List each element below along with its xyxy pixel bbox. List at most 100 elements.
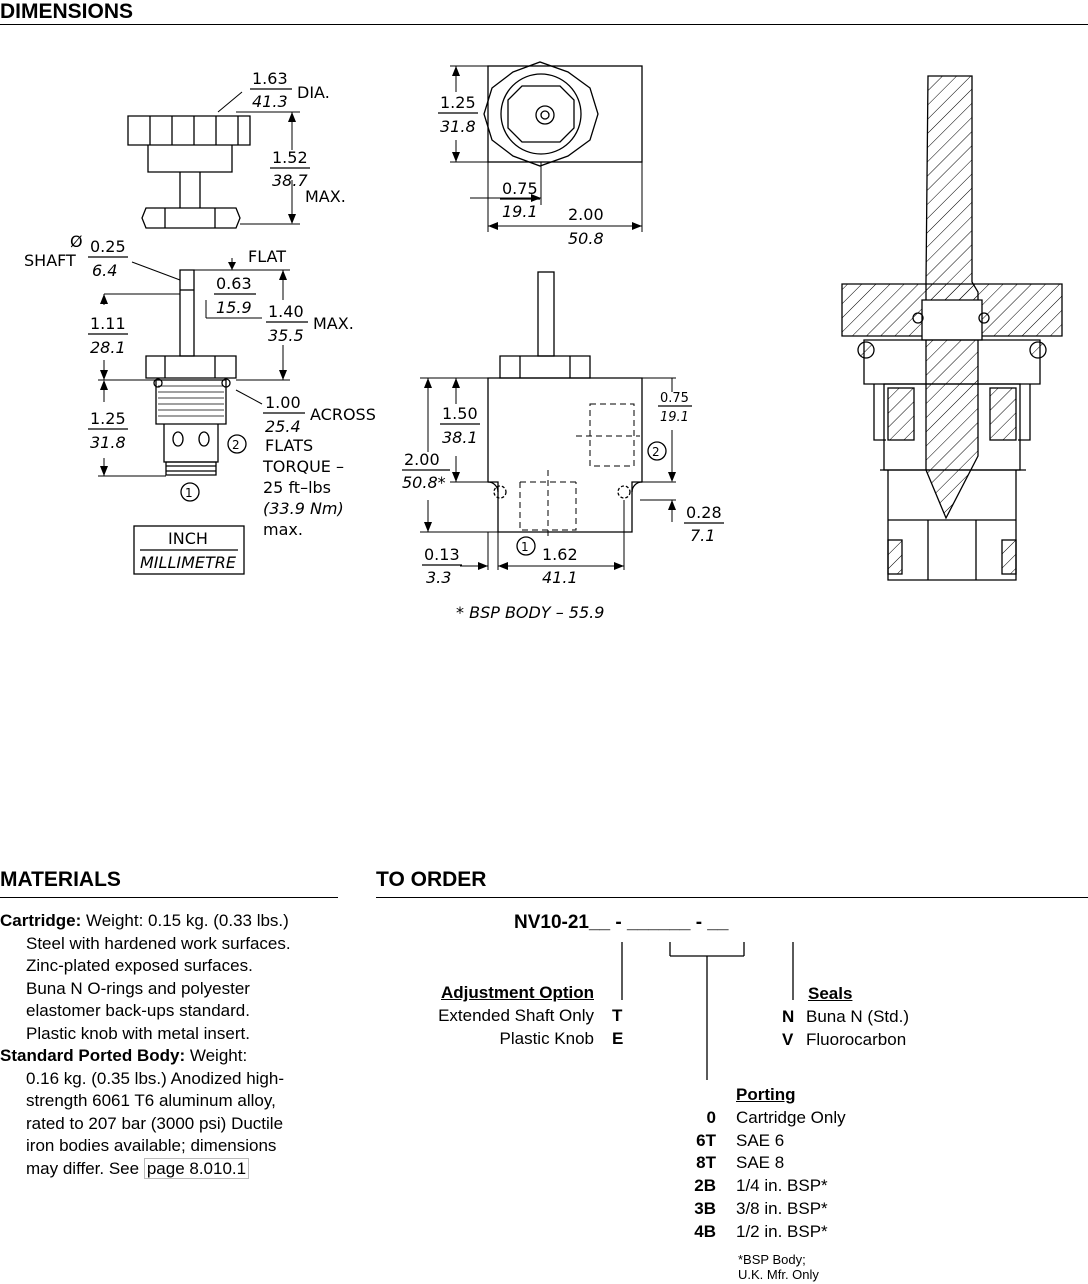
port-1-label-body: 1	[521, 540, 529, 554]
body-last-line: may differ. See	[26, 1158, 140, 1178]
porting-title: Porting	[736, 1085, 796, 1104]
dim-body-tot-in: 2.00	[404, 450, 440, 469]
page-link[interactable]: page 8.010.1	[143, 1157, 250, 1179]
cartridge-cross-section	[841, 75, 1063, 581]
porting-code: 8T	[696, 1153, 716, 1172]
dim-body-h-in: 1.50	[442, 404, 478, 423]
dim-flats: FLATS	[265, 436, 313, 455]
dim-top-h-mm: 31.8	[440, 117, 476, 136]
dim-edge-in: 0.13	[424, 545, 460, 564]
porting-label: 1/4 in. BSP*	[736, 1176, 828, 1195]
cartridge-line: Plastic knob with metal insert.	[26, 1023, 250, 1043]
dim-across: ACROSS	[310, 405, 376, 424]
body-front-view	[420, 271, 676, 570]
seals-title: Seals	[808, 984, 853, 1003]
dim-knob-h-mm: 38.7	[272, 171, 308, 190]
dim-top-w-mm: 50.8	[568, 229, 604, 248]
dim-hole-in: 0.28	[686, 503, 722, 522]
dim-hole-mm: 7.1	[690, 526, 715, 545]
dim-body-tot-mm: 50.8*	[402, 473, 446, 492]
dim-shaft-mm: 6.4	[92, 261, 117, 280]
dim-cart-mm: 31.8	[90, 433, 126, 452]
body-line: 0.16 kg. (0.35 lbs.) Anodized high-	[26, 1068, 284, 1088]
seal-code: V	[782, 1030, 794, 1049]
dim-body-h-mm: 38.1	[442, 428, 478, 447]
adjustment-option-title: Adjustment Option	[441, 983, 594, 1002]
dim-edge-mm: 3.3	[426, 568, 451, 587]
porting-code: 6T	[696, 1131, 716, 1150]
cartridge-label: Cartridge:	[0, 911, 82, 930]
dim-holes-mm: 41.1	[542, 568, 578, 587]
dim-torque: TORQUE –	[262, 457, 344, 476]
dim-hex-in: 1.00	[265, 393, 301, 412]
body-line: rated to 207 bar (3000 psi) Ductile	[26, 1113, 284, 1133]
dim-holes-in: 1.62	[542, 545, 578, 564]
dim-port-off-mm: 19.1	[660, 410, 689, 425]
seal-label: Buna N (Std.)	[806, 1007, 909, 1026]
body-top-view	[450, 61, 643, 232]
porting-label: 3/8 in. BSP*	[736, 1199, 828, 1218]
body-line: iron bodies available; dimensions	[26, 1136, 277, 1155]
porting-label: SAE 6	[736, 1131, 785, 1150]
porting-label: Cartridge Only	[736, 1108, 846, 1127]
materials-title: MATERIALS	[0, 868, 121, 891]
adjustment-option-code: T	[612, 1006, 623, 1025]
dim-port-off-in: 0.75	[660, 391, 689, 406]
seal-label: Fluorocarbon	[806, 1030, 907, 1049]
materials-text: Cartridge: Weight: 0.15 kg. (0.33 lbs.) …	[0, 910, 340, 1180]
dim-shaft-label: SHAFT	[24, 251, 76, 270]
dim-stem-h-mm: 35.5	[268, 326, 304, 345]
dim-torque-nm: (33.9 Nm)	[263, 499, 344, 518]
cartridge-weight: Weight: 0.15 kg. (0.33 lbs.)	[85, 911, 289, 930]
dim-knob-dia-mm: 41.3	[252, 92, 288, 111]
dim-flat: FLAT	[248, 247, 286, 266]
model-code: NV10-21__ - ______ - __	[514, 912, 729, 933]
dimensions-rule	[0, 24, 1088, 25]
dim-torque-max: max.	[263, 520, 303, 539]
body-label: Standard Ported Body:	[0, 1046, 186, 1065]
dim-max-2: MAX.	[313, 314, 354, 333]
dim-flat-mm: 15.9	[216, 298, 252, 317]
dim-stem-h-in: 1.40	[268, 302, 304, 321]
dim-shaft-len-in: 1.11	[90, 314, 126, 333]
adjustment-option-label: Plastic Knob	[499, 1029, 595, 1048]
cartridge-line: Steel with hardened work surfaces.	[26, 933, 291, 953]
porting-label: 1/2 in. BSP*	[736, 1222, 828, 1241]
port-2-label-body: 2	[652, 445, 660, 459]
dim-knob-dia-in: 1.63	[252, 69, 288, 88]
dim-shaft-len-mm: 28.1	[90, 338, 126, 357]
dim-torque-val: 25 ft–lbs	[263, 478, 331, 497]
body-line: strength 6061 T6 aluminum alloy,	[26, 1091, 276, 1110]
porting-code: 3B	[694, 1199, 716, 1218]
to-order-title: TO ORDER	[376, 868, 487, 891]
adjustment-option-label: Extended Shaft Only	[438, 1006, 594, 1025]
bsp-footnote: *BSP Body; U.K. Mfr. Only	[738, 1252, 819, 1282]
to-order-rule	[376, 897, 1088, 898]
materials-rule	[0, 897, 338, 898]
dim-top-h-in: 1.25	[440, 93, 476, 112]
dim-flat-in: 0.63	[216, 274, 252, 293]
order-code-connectors	[621, 942, 794, 1080]
seal-code: N	[782, 1007, 795, 1026]
cartridge-line: Buna N O-rings and polyester	[26, 978, 250, 998]
body-weight: Weight:	[189, 1046, 248, 1065]
dim-top-c-in: 0.75	[502, 179, 538, 198]
dim-hex-mm: 25.4	[265, 417, 301, 436]
dimensions-title: DIMENSIONS	[0, 0, 134, 23]
bsp-body-note: * BSP BODY – 55.9	[456, 603, 604, 622]
cartridge-side-view	[98, 91, 300, 575]
dim-dia: DIA.	[297, 83, 330, 102]
dim-top-w-in: 2.00	[568, 205, 604, 224]
port-2-label-left: 2	[232, 438, 240, 452]
dim-knob-h-in: 1.52	[272, 148, 308, 167]
legend-inch: INCH	[168, 529, 208, 548]
dim-cart-in: 1.25	[90, 409, 126, 428]
porting-code: 4B	[694, 1222, 716, 1241]
cartridge-line: elastomer back-ups standard.	[26, 1001, 250, 1020]
dimension-drawings: 1.63 41.3 DIA. 1.52 38.7 MAX. SHAFT Ø 0.…	[24, 61, 1063, 622]
legend-millimetre: MILLIMETRE	[140, 553, 237, 572]
port-1-label-left: 1	[185, 486, 193, 500]
dim-shaft-in: 0.25	[90, 237, 126, 256]
porting-code: 0	[706, 1108, 716, 1127]
adjustment-option-code: E	[612, 1029, 624, 1048]
